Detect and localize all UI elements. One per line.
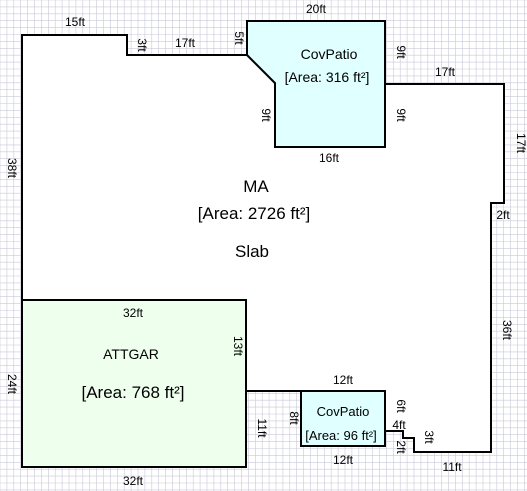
dim-small-3: 3ft — [422, 430, 436, 444]
dim-top-17: 17ft — [175, 36, 196, 50]
patio-top-name: CovPatio — [301, 46, 358, 62]
dim-garage-11: 11ft — [255, 418, 269, 438]
dim-notch-3: 3ft — [135, 38, 149, 52]
dim-small-4: 4ft — [392, 418, 406, 432]
dim-left-38: 38ft — [5, 158, 19, 179]
dim-right-36: 36ft — [500, 320, 514, 341]
dim-top-left: 15ft — [65, 15, 86, 29]
dim-patio-bottom-16: 16ft — [319, 151, 340, 165]
dim-small-patio-12-bottom: 12ft — [333, 453, 354, 467]
main-area-name: MA — [243, 177, 269, 196]
dim-right-top-17: 17ft — [435, 65, 456, 79]
dim-patio-inner-9: 9ft — [259, 108, 273, 122]
main-area-type: Slab — [235, 242, 269, 261]
main-area-size: [Area: 2726 ft²] — [198, 204, 310, 223]
patio-bottom-outline[interactable] — [300, 390, 386, 447]
dim-small-patio-6: 6ft — [394, 399, 408, 413]
patio-bottom-area: [Area: 96 ft²] — [305, 428, 377, 443]
dim-small-patio-8: 8ft — [287, 411, 301, 425]
dim-small-patio-12-top: 12ft — [333, 373, 354, 387]
dim-garage-left-24: 24ft — [5, 374, 19, 395]
dim-small-2: 2ft — [394, 440, 408, 454]
dim-right-2: 2ft — [496, 208, 510, 222]
patio-bottom-name: CovPatio — [317, 404, 370, 419]
dim-garage-bottom-32: 32ft — [123, 474, 144, 488]
patio-top-outline[interactable] — [246, 20, 386, 148]
dim-patio-top-20: 20ft — [306, 2, 327, 16]
garage-area: [Area: 768 ft²] — [82, 383, 185, 402]
dim-right-17: 17ft — [514, 133, 527, 154]
dim-patio-inner-right-9: 9ft — [394, 108, 408, 122]
patio-top-area: [Area: 316 ft²] — [285, 69, 370, 85]
dim-bottom-11: 11ft — [442, 460, 462, 474]
dim-garage-top-32: 32ft — [123, 306, 144, 320]
dim-garage-13: 13ft — [231, 336, 245, 357]
dim-patio-5: 5ft — [232, 31, 246, 45]
garage-name: ATTGAR — [103, 346, 159, 362]
garage-outline[interactable] — [21, 299, 247, 468]
dim-patio-right-9: 9ft — [394, 45, 408, 59]
